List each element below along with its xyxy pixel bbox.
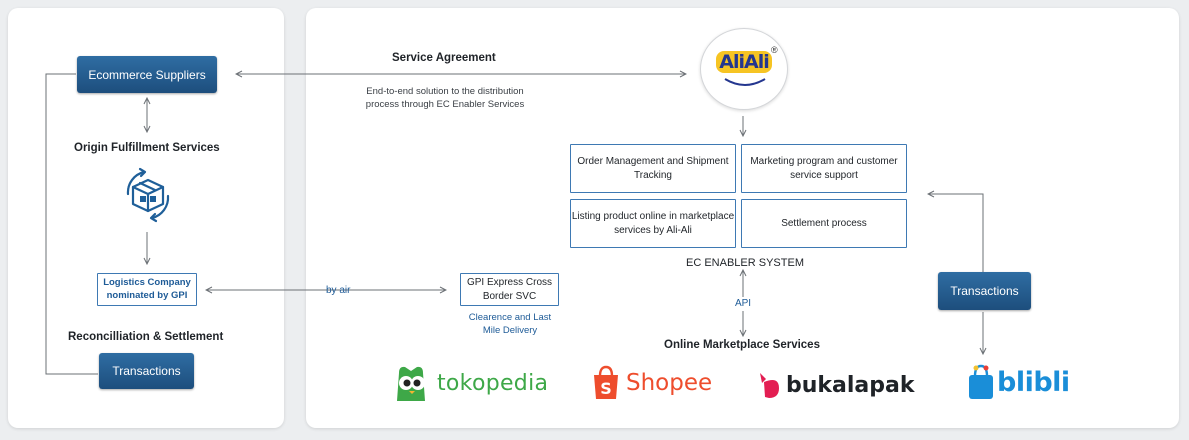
transactions-button-left[interactable]: Transactions xyxy=(99,353,194,389)
listing-product-box: Listing product online in marketplace se… xyxy=(570,199,736,248)
clearance-label: Clearence and Last Mile Delivery xyxy=(468,312,552,337)
origin-fulfillment-heading: Origin Fulfillment Services xyxy=(74,142,220,154)
order-management-box: Order Management and Shipment Tracking xyxy=(570,144,736,193)
shopee-wordmark: Shopee xyxy=(626,370,713,396)
bukalapak-logo: bukalapak xyxy=(757,370,915,400)
marketing-program-box: Marketing program and customer service s… xyxy=(741,144,907,193)
blibli-wordmark: blibli xyxy=(997,366,1070,398)
shopee-bag-icon: S xyxy=(594,365,618,399)
ec-enabler-system-title: EC ENABLER SYSTEM xyxy=(686,257,804,269)
blibli-logo: blibli xyxy=(966,363,1070,401)
tokopedia-logo: tokopedia xyxy=(391,363,548,403)
bukalapak-wordmark: bukalapak xyxy=(786,372,915,398)
box-cycle-icon xyxy=(126,167,170,223)
tokopedia-wordmark: tokopedia xyxy=(437,370,549,396)
logistics-company-box: Logistics Company nominated by GPI xyxy=(97,273,197,306)
bukalapak-icon xyxy=(760,373,779,398)
service-agreement-label: Service Agreement xyxy=(392,52,496,64)
aliali-logo-text: AliAli xyxy=(709,51,779,73)
end-to-end-description: End-to-end solution to the distribution … xyxy=(365,86,525,111)
transactions-button-right[interactable]: Transactions xyxy=(938,272,1031,310)
online-marketplace-heading: Online Marketplace Services xyxy=(664,339,820,351)
reconciliation-heading: Reconcilliation & Settlement xyxy=(68,331,224,343)
api-label: API xyxy=(731,297,755,311)
aliali-logo: AliAli ® xyxy=(700,28,788,110)
gpi-express-box: GPI Express Cross Border SVC xyxy=(460,273,559,306)
tokopedia-owl-icon xyxy=(397,366,425,401)
shopee-logo: S Shopee xyxy=(591,365,712,401)
by-air-label: by air xyxy=(326,285,351,296)
aliali-smile-icon xyxy=(724,78,766,86)
ecommerce-suppliers-button[interactable]: Ecommerce Suppliers xyxy=(77,56,217,93)
svg-text:S: S xyxy=(600,379,612,398)
settlement-process-box: Settlement process xyxy=(741,199,907,248)
registered-mark: ® xyxy=(771,45,778,55)
blibli-bag-icon xyxy=(969,364,993,399)
